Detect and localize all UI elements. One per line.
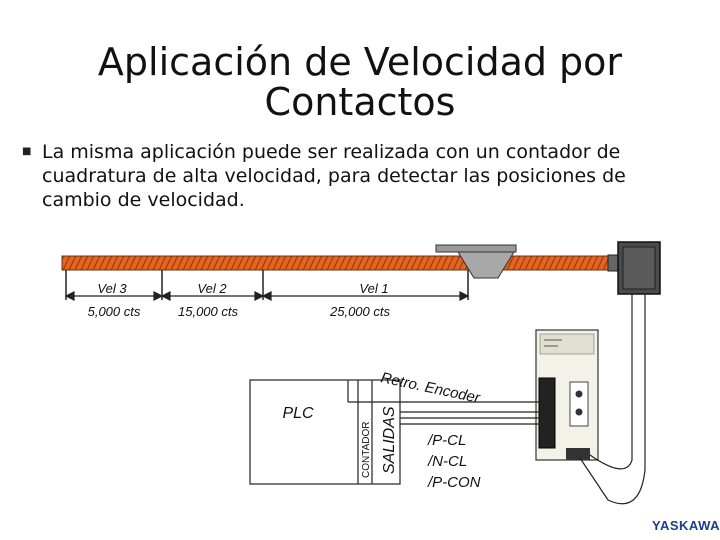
slide-title: Aplicación de Velocidad por Contactos: [97, 40, 623, 124]
counts-label-vel2: 15,000 cts: [178, 304, 238, 319]
speed-label-vel2: Vel 2: [197, 281, 227, 296]
speed-label-vel1: Vel 1: [359, 281, 388, 296]
speed-label-vel3: Vel 3: [97, 281, 127, 296]
plc-block: [249, 379, 401, 485]
yaskawa-logo: YASKAWA: [652, 518, 720, 533]
bullet-text: La misma aplicación puede ser realizada …: [42, 141, 626, 211]
conveyor-belt: [61, 255, 609, 271]
servo-drive-icon: [535, 329, 599, 461]
counts-label-vel3: 5,000 cts: [88, 304, 141, 319]
servo-motor-icon: [607, 241, 661, 295]
carriage-load: [435, 244, 517, 279]
plc-label: PLC: [282, 405, 314, 422]
signal-label-n-cl: /N-CL: [427, 453, 467, 470]
counter-label: CONTADOR: [361, 422, 372, 478]
bullet-icon: ■: [22, 146, 32, 157]
counts-label-vel1: 25,000 cts: [329, 304, 390, 319]
signal-label-p-con: /P-CON: [427, 474, 481, 491]
signal-label-p-cl: /P-CL: [427, 432, 466, 449]
outputs-label: SALIDAS: [381, 406, 398, 474]
